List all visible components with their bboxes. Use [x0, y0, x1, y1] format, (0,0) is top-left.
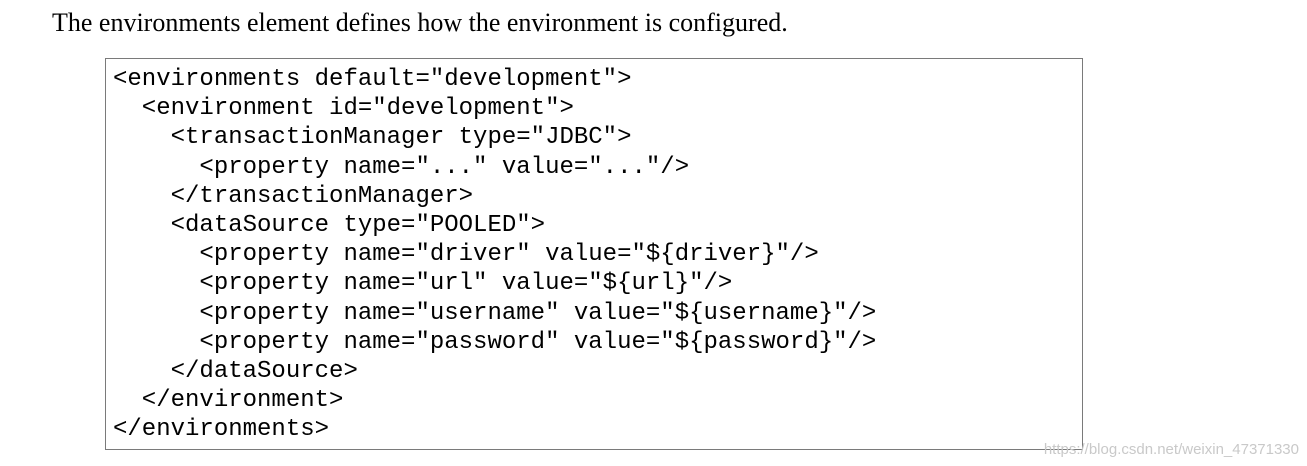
code-content: <environments default="development"> <en… [113, 65, 876, 444]
code-line: <property name="driver" value="${driver}… [113, 241, 819, 269]
code-line: <property name="url" value="${url}"/> [113, 270, 733, 298]
code-line: <environments default="development"> [113, 66, 632, 93]
code-line: <property name="username" value="${usern… [113, 299, 877, 327]
code-line: <property name="password" value="${passw… [113, 328, 877, 356]
code-line: </transactionManager> [113, 182, 474, 210]
code-line: <dataSource type="POOLED"> [113, 211, 546, 239]
code-line: </dataSource> [113, 357, 358, 385]
code-line: <property name="..." value="..."/> [113, 153, 690, 181]
code-block: <environments default="development"> <en… [105, 58, 1083, 450]
code-line: <transactionManager type="JDBC"> [113, 124, 632, 152]
code-line: </environments> [113, 416, 330, 444]
intro-paragraph: The environments element defines how the… [52, 8, 788, 37]
code-line: </environment> [113, 387, 344, 415]
watermark: https://blog.csdn.net/weixin_47371330 [1043, 441, 1299, 458]
code-line: <environment id="development"> [113, 95, 574, 123]
